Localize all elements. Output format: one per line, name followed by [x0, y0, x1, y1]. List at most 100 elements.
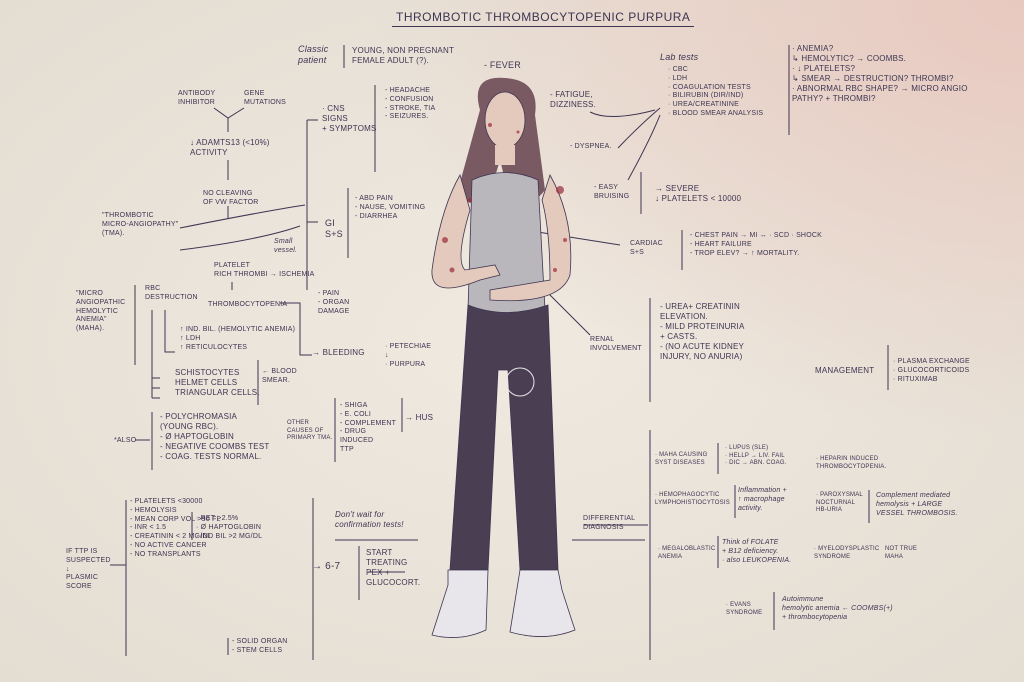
- ddx-megaloblastic-desc-note: Think of FOLATE+ B12 deficiency.· also L…: [722, 539, 791, 565]
- note-line: SCHISTOCYTES: [175, 368, 240, 377]
- note-line: → 6-7: [312, 561, 341, 572]
- right-shoe: [509, 569, 576, 637]
- note-line: PLATELET: [214, 262, 251, 269]
- note-line: VESSEL THROMBOSIS.: [876, 509, 958, 517]
- note-line: · PETECHIAE: [385, 343, 432, 350]
- note-line: - INR < 1.5: [130, 524, 167, 532]
- petechiae-spots: [442, 123, 567, 273]
- note-line: DIZZINESS.: [550, 100, 597, 109]
- note-line: vessel.: [274, 246, 298, 254]
- note-line: ANEMIA": [76, 316, 107, 324]
- note-line: INHIBITOR: [178, 98, 216, 106]
- note-line: - FEVER: [484, 60, 521, 70]
- hemolysis-sub-note: · RET >2.5%· Ø HAPTOGLOBIN· IND BIL >2 m…: [196, 515, 262, 541]
- note-line: Autoimmune: [782, 596, 824, 603]
- note-line: Don't wait for: [335, 510, 385, 519]
- note-line: - ORGAN: [318, 298, 350, 306]
- note-line: + CASTS.: [660, 332, 698, 341]
- note-line: - STROKE, TIA: [385, 104, 436, 112]
- note-line: SIGNS: [322, 114, 348, 123]
- note-line: SCORE: [66, 583, 92, 590]
- note-line: ↓: [385, 351, 389, 359]
- note-line: - Ø HAPTOGLOBIN: [160, 432, 234, 441]
- note-line: · UREA/CREATININE: [668, 101, 739, 108]
- note-line: ACTIVITY: [190, 148, 228, 157]
- neck: [495, 145, 515, 165]
- note-line: - ABD PAIN: [355, 195, 394, 202]
- thrombocytopenia-note: THROMBOCYTOPENIA: [208, 301, 287, 310]
- gi-items-note: - ABD PAIN- NAUSE, VOMITING- DIARRHEA: [355, 195, 425, 221]
- note-line: MANAGEMENT: [815, 366, 875, 375]
- signature-stamp: [505, 367, 535, 397]
- note-line: OTHER: [287, 420, 309, 426]
- note-line: PRIMARY TMA.: [287, 435, 333, 441]
- hus-note: → HUS: [405, 413, 433, 423]
- note-line: + B12 deficiency.: [722, 547, 779, 555]
- note-line: S+S: [630, 248, 645, 256]
- note-line: → BLEEDING: [312, 348, 365, 357]
- note-line: · BLOOD SMEAR analysis: [668, 109, 764, 117]
- left-shoe: [431, 569, 489, 638]
- note-line: Small: [274, 238, 293, 245]
- note-line: Lab tests: [660, 52, 699, 62]
- dyspnea-note: - DYSPNEA.: [570, 143, 612, 152]
- note-line: · ↓ Platelets?: [792, 64, 856, 73]
- note-line: OF VW FACTOR: [203, 198, 259, 206]
- note-line: · EVANS: [726, 602, 751, 608]
- note-line: RBC: [145, 285, 161, 292]
- cardiac-items-note: - CHEST PAIN → MI ↔ · SCD · SHOCK- HEART…: [690, 232, 822, 258]
- note-line: BRUISING: [594, 192, 630, 200]
- note-line: - SOLID ORGAN: [232, 638, 288, 645]
- note-line: IF TTP IS: [66, 548, 98, 555]
- note-line: confirmation tests!: [335, 520, 404, 529]
- note-line: · HEMOPHAGOCYTIC: [655, 492, 720, 498]
- note-line: · COAGULATION TESTS: [668, 83, 751, 91]
- note-line: - COAG. TESTS NORMAL.: [160, 452, 262, 461]
- note-line: · LDH: [668, 74, 688, 82]
- note-line: - HEMOLYSIS: [130, 506, 177, 514]
- note-line: - POLYCHROMASIA: [160, 412, 238, 421]
- note-line: - UREA+ CREATININ: [660, 302, 740, 311]
- note-line: ↑ IND. BIL. (hemolytic anemia): [180, 326, 296, 333]
- cns-items-note: - HEADACHE- CONFUSION- STROKE, TIA- SEIZ…: [385, 87, 435, 122]
- note-line: (MAHA).: [76, 325, 105, 332]
- note-line: ANGIOPATHIC: [76, 298, 126, 306]
- note-line: SYNDROME: [814, 553, 851, 560]
- note-line: - DIARRHEA: [355, 212, 398, 220]
- note-line: · PLASMA EXCHANGE: [893, 358, 970, 365]
- note-line: SYNDROME: [726, 609, 763, 616]
- note-line: · DIC → ABN. COAG.: [725, 460, 787, 466]
- note-line: + thrombocytopenia: [782, 613, 848, 621]
- note-line: ↳ hemolytic? → COOMBS.: [792, 54, 907, 63]
- note-line: · IND BIL >2 mg/dL: [196, 532, 263, 540]
- note-line: · MYELODYSPLASTIC: [814, 546, 880, 552]
- note-line: - MEAN CORP VOL >90 fL: [130, 515, 221, 523]
- note-line: MAHA: [885, 553, 904, 560]
- note-line: · BILIRUBIN (DIR/IND): [668, 92, 744, 100]
- note-line: · LUPUS (SLE): [725, 445, 769, 451]
- note-line: INJURY, NO ANURIA): [660, 352, 743, 361]
- note-line: ANTIBODY: [178, 90, 216, 97]
- note-line: - HEADACHE: [385, 87, 431, 94]
- note-line: · HELLP → LIV. FAIL: [725, 452, 785, 459]
- note-line: TRIANGULAR CELLS.: [175, 388, 260, 397]
- note-line: NOT TRUE: [885, 546, 918, 552]
- note-line: GI: [325, 218, 335, 228]
- note-line: DIFFERENTIAL: [583, 515, 636, 522]
- severe-note: → SEVERE↓ PLATELETS < 10000: [655, 184, 741, 204]
